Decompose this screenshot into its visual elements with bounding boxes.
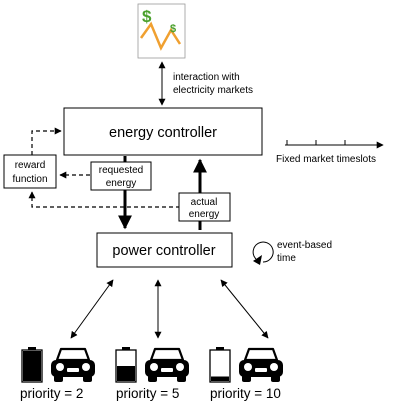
vehicle-group: priority = 2 priority = 5 <box>20 347 283 401</box>
reward-label-line1: reward <box>15 160 46 171</box>
chart-price-line <box>139 21 182 51</box>
vehicle-priority-label: priority = 2 <box>20 386 83 401</box>
reward-function-box: reward function <box>3 154 57 189</box>
actual-energy-box: actual energy <box>178 192 231 222</box>
dollar-sign-small: $ <box>170 23 176 35</box>
link-arrow-vehicle-1 <box>70 279 114 339</box>
energy-controller-label: energy controller <box>109 125 217 141</box>
vehicle-1: priority = 2 <box>20 347 95 401</box>
dollar-sign-large: $ <box>142 7 152 26</box>
car-icon <box>145 347 189 382</box>
power-controller-box: power controller <box>96 232 233 268</box>
event-time-label-line1: event-based <box>277 240 332 251</box>
battery-level <box>117 366 135 381</box>
vehicle-3: priority = 10 <box>209 347 283 401</box>
actual-label-line2: energy <box>189 209 220 220</box>
reward-to-energy-arrow <box>31 127 62 155</box>
vehicle-2: priority = 5 <box>115 347 189 401</box>
vehicle-priority-label: priority = 5 <box>116 386 179 401</box>
battery-icon <box>21 347 43 383</box>
link-arrow-vehicle-3 <box>220 279 269 339</box>
actual-to-reward-arrow <box>28 191 180 208</box>
timeslots-label: Fixed market timeslots <box>276 154 376 165</box>
power-controller-label: power controller <box>112 243 215 259</box>
vehicle-priority-label: priority = 10 <box>210 386 281 401</box>
reward-label-line2: function <box>12 174 47 185</box>
requested-energy-box: requested energy <box>90 161 152 191</box>
interaction-label-line1: interaction with <box>173 72 240 83</box>
clock-dial-icon <box>252 241 274 265</box>
requested-label-line1: requested <box>99 165 143 176</box>
car-icon <box>51 347 95 382</box>
energy-controller-box: energy controller <box>63 107 263 156</box>
car-icon <box>239 347 283 382</box>
battery-level <box>23 351 41 381</box>
stock-chart-icon: $ $ <box>137 3 186 59</box>
interaction-label-line2: electricity markets <box>173 85 253 96</box>
battery-level <box>211 376 229 381</box>
battery-icon <box>209 347 231 383</box>
event-time-label-line2: time <box>277 253 296 264</box>
market-timeslot-axis <box>285 140 384 149</box>
requested-label-line2: energy <box>106 178 137 189</box>
actual-label-line1: actual <box>191 197 218 208</box>
battery-icon <box>115 347 137 383</box>
